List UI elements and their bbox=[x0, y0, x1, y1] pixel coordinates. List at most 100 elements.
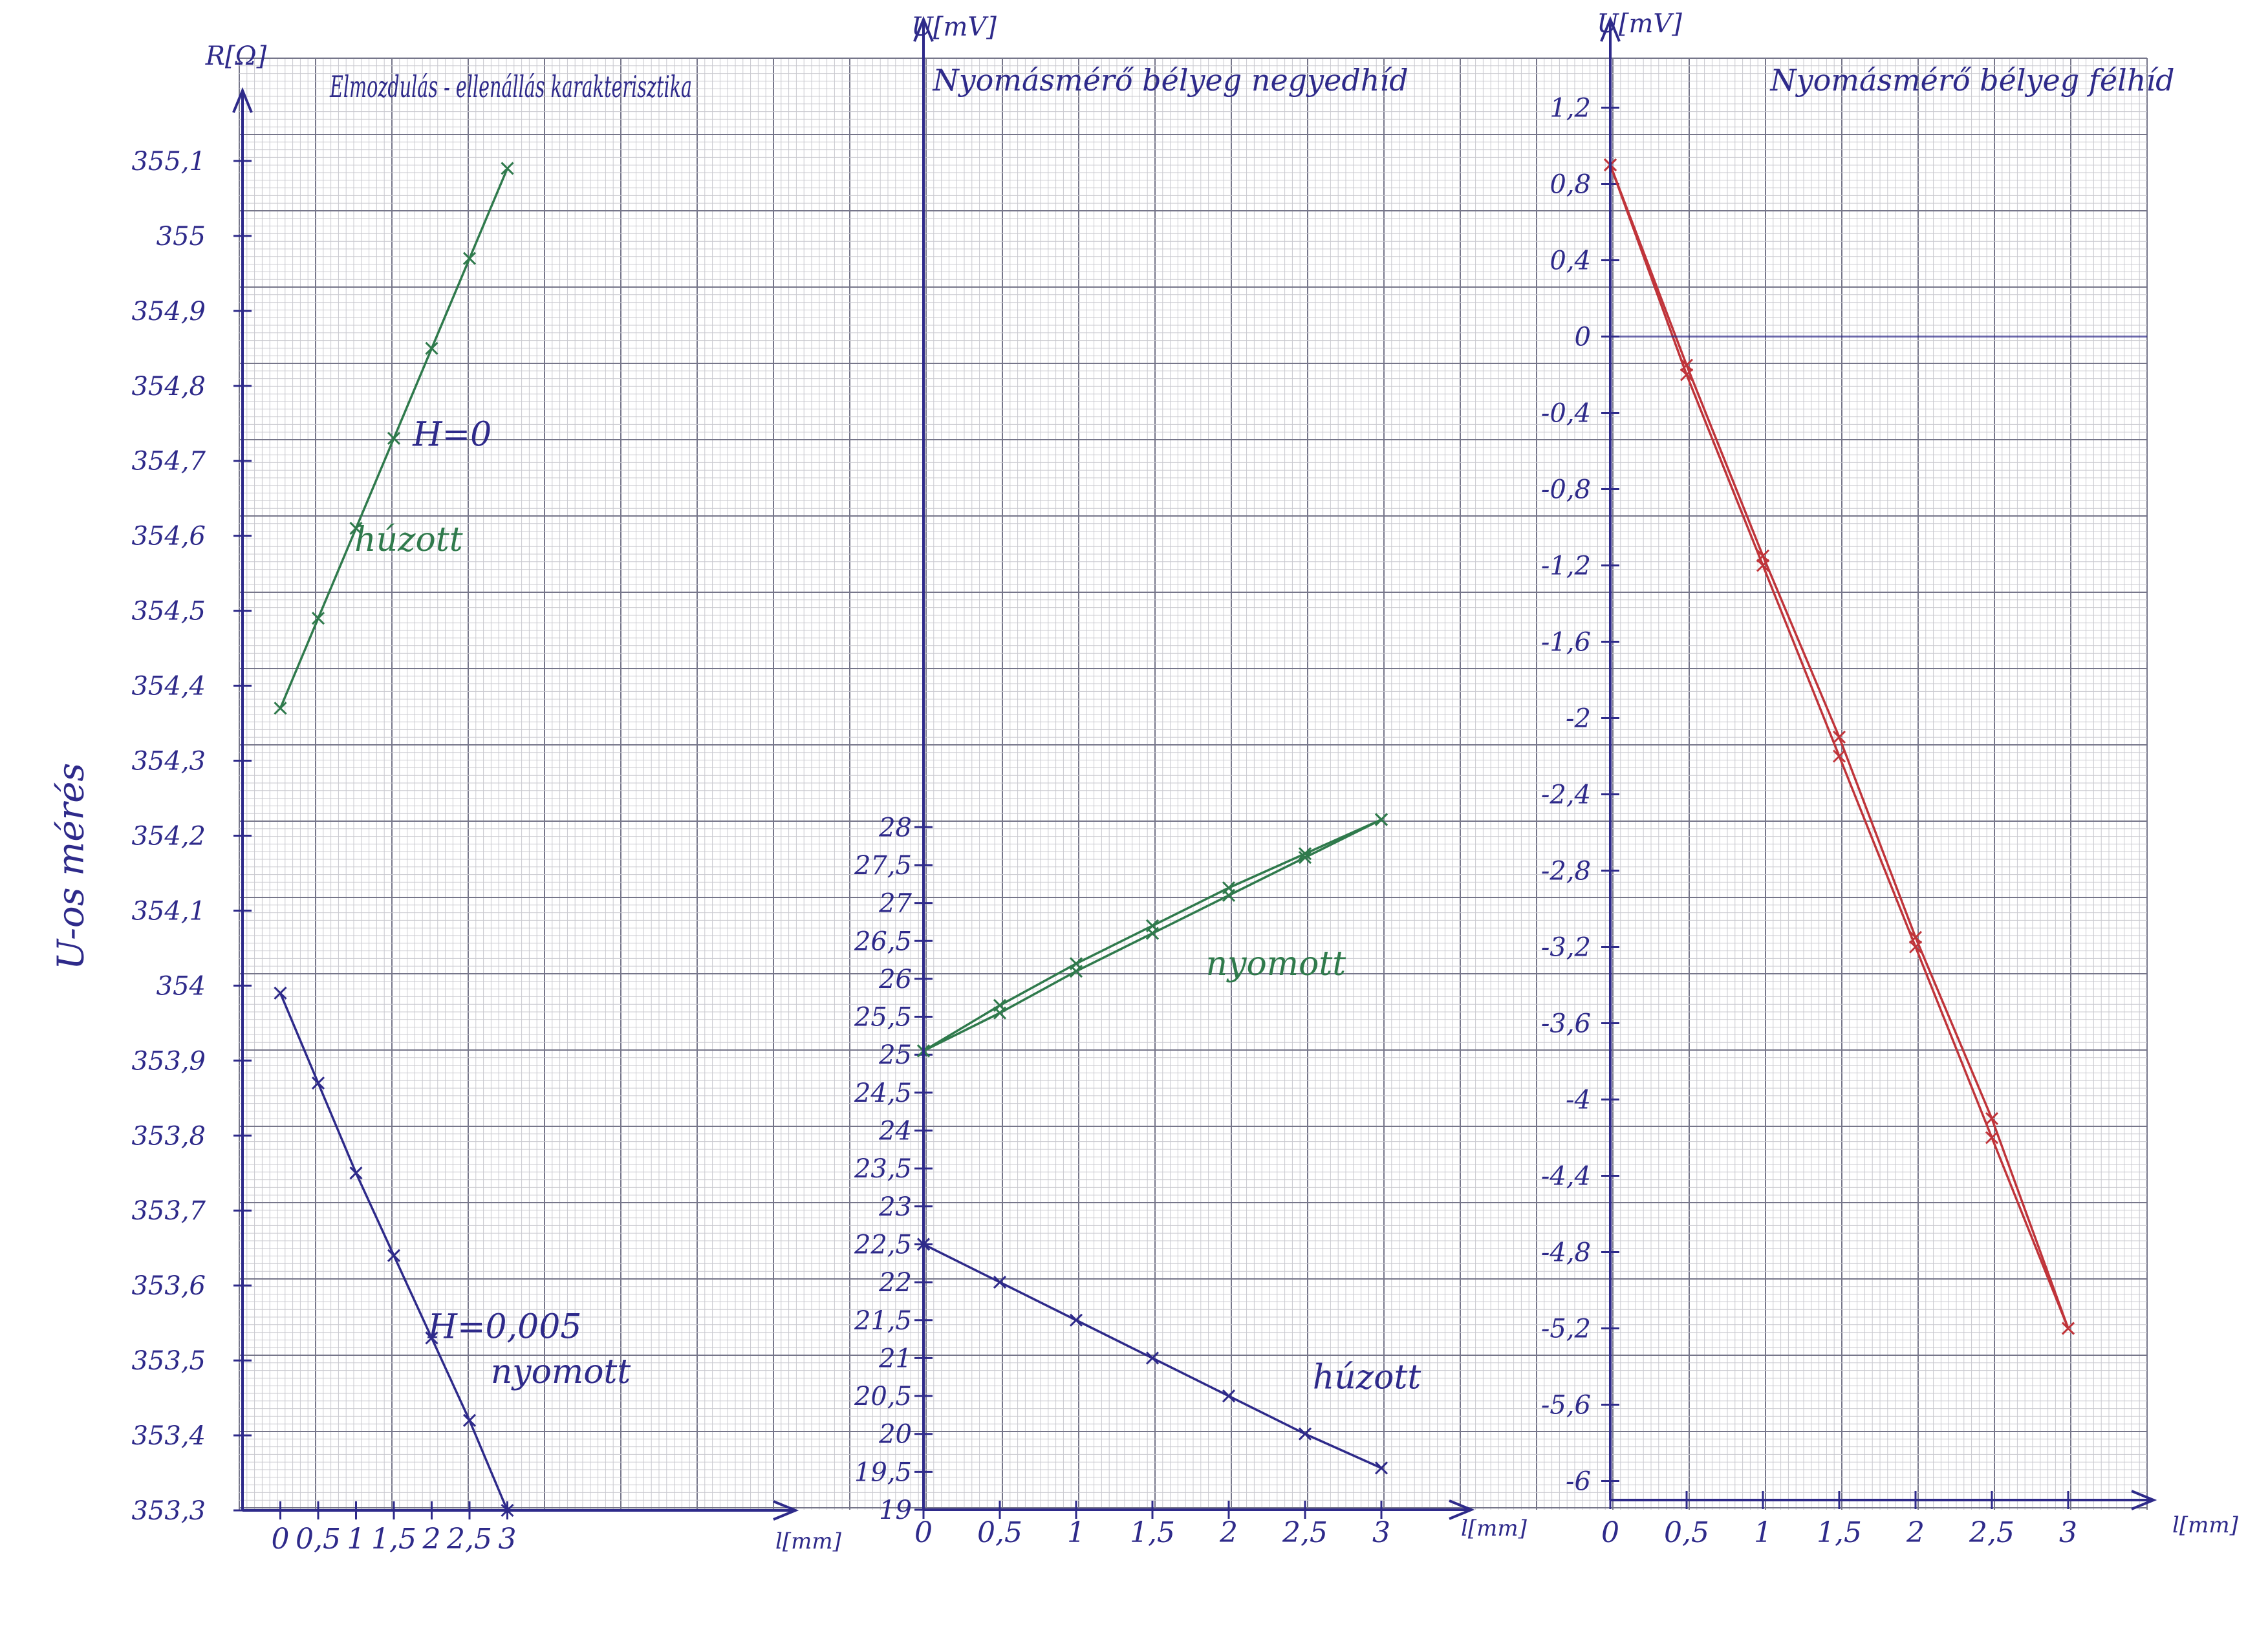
data-point bbox=[1908, 940, 1923, 954]
x-tick-label: 0 bbox=[914, 1516, 933, 1549]
data-point bbox=[1145, 927, 1160, 940]
y-tick-label: 353,8 bbox=[131, 1121, 206, 1151]
y-tick-label: 355,1 bbox=[131, 147, 206, 177]
y-tick-label: 354,2 bbox=[131, 821, 206, 851]
y-tick-label: 0,4 bbox=[1550, 246, 1591, 276]
y-tick-label: 1,2 bbox=[1550, 94, 1591, 123]
x-axis-arrow bbox=[1449, 1499, 1475, 1520]
x-tick-label: 1,5 bbox=[1130, 1516, 1175, 1549]
x-axis-arrow bbox=[773, 1500, 799, 1521]
y-tick-label: 21,5 bbox=[854, 1306, 912, 1336]
y-tick-label: 28 bbox=[878, 813, 912, 842]
y-tick-label: 0 bbox=[1575, 323, 1591, 352]
y-tick-label: 354,7 bbox=[131, 447, 206, 477]
data-point bbox=[501, 162, 514, 175]
x-tick-label: 1 bbox=[347, 1523, 365, 1556]
data-point bbox=[1832, 730, 1846, 744]
y-axis-arrow bbox=[1600, 16, 1621, 42]
data-point bbox=[387, 431, 401, 445]
y-tick-label: 354,4 bbox=[131, 672, 206, 702]
y-tick-label: 354,3 bbox=[131, 747, 206, 777]
y-tick-label: 20 bbox=[878, 1420, 912, 1450]
data-point bbox=[993, 1276, 1007, 1289]
x-tick-label: 0 bbox=[1601, 1516, 1619, 1549]
x-tick-label: 2,5 bbox=[1969, 1516, 2014, 1549]
y-tick-label: 354 bbox=[157, 971, 206, 1001]
y-tick-label: -2,8 bbox=[1541, 857, 1591, 886]
data-point bbox=[1756, 559, 1770, 572]
data-point bbox=[1222, 888, 1236, 902]
x-tick-label: 2 bbox=[1906, 1516, 1925, 1549]
data-point bbox=[311, 612, 325, 625]
y-tick-label: 354,8 bbox=[131, 372, 206, 402]
y-tick-label: 354,9 bbox=[131, 297, 206, 327]
y-tick-label: -1,2 bbox=[1541, 552, 1591, 581]
y-tick-label: 355 bbox=[157, 222, 206, 252]
y-tick-label: 0,8 bbox=[1550, 170, 1591, 200]
y-tick-label: 24,5 bbox=[854, 1078, 912, 1108]
y-tick-label: 353,7 bbox=[131, 1196, 206, 1226]
y-tick-label: 19 bbox=[879, 1496, 912, 1525]
y-tick-label: 25 bbox=[878, 1040, 912, 1070]
chart-quarter-bridge: Nyomásmérő bélyeg negyedhíd U[mV] l[mm] … bbox=[854, 12, 1528, 1549]
x-tick-label: 0,5 bbox=[296, 1523, 341, 1556]
y-tick-label: 22,5 bbox=[854, 1230, 912, 1260]
y-tick-label: 26,5 bbox=[854, 927, 912, 956]
data-point bbox=[1985, 1131, 1999, 1144]
data-point bbox=[1908, 930, 1923, 944]
x-tick-label: 0,5 bbox=[977, 1516, 1022, 1549]
side-note: U-os mérés bbox=[19, 744, 123, 989]
y-tick-label: 353,9 bbox=[131, 1046, 206, 1076]
data-point bbox=[993, 1006, 1007, 1020]
annotation-label: H=0 bbox=[412, 416, 491, 455]
x-tick-label: 2,5 bbox=[1282, 1516, 1328, 1549]
data-point bbox=[1069, 1313, 1083, 1327]
data-point bbox=[274, 702, 287, 715]
y-tick-label: -0,8 bbox=[1541, 475, 1591, 505]
x-axis-label: l[mm] bbox=[1461, 1516, 1528, 1541]
data-point bbox=[425, 1331, 438, 1345]
chart-title: Nyomásmérő bélyeg félhíd bbox=[1769, 63, 2174, 98]
chart-title-line: Elmozdulás - ellenállás karakterisztika bbox=[329, 69, 692, 104]
y-tick-label: 27 bbox=[878, 889, 912, 919]
x-tick-label: 1 bbox=[1754, 1516, 1772, 1549]
x-tick-label: 3 bbox=[499, 1523, 517, 1556]
x-tick-label: 0,5 bbox=[1664, 1516, 1709, 1549]
annotation-label: húzott bbox=[1313, 1358, 1421, 1397]
y-tick-label: 23,5 bbox=[854, 1154, 912, 1184]
data-point bbox=[2061, 1322, 2075, 1335]
x-axis-label: l[mm] bbox=[2172, 1512, 2239, 1538]
x-tick-label: 1 bbox=[1067, 1516, 1085, 1549]
data-point bbox=[387, 1249, 401, 1262]
data-point bbox=[1756, 549, 1770, 563]
y-tick-label: -3,2 bbox=[1541, 933, 1591, 963]
annotation-label: húzott bbox=[354, 520, 463, 559]
y-tick-label: 23 bbox=[878, 1192, 912, 1222]
chart-resistance-title: Elmozdulás - ellenállás karakterisztika bbox=[329, 69, 692, 104]
data-point bbox=[1374, 813, 1388, 826]
x-tick-label: 3 bbox=[2059, 1516, 2077, 1549]
chart-resistance: Elmozdulás - ellenállás karakterisztika … bbox=[131, 41, 841, 1556]
data-point bbox=[1298, 851, 1312, 864]
annotation-label: H=0,005 bbox=[427, 1307, 582, 1346]
y-tick-label: 21 bbox=[878, 1344, 912, 1373]
y-tick-label: -2 bbox=[1566, 704, 1591, 734]
x-tick-label: 0 bbox=[272, 1523, 290, 1556]
x-tick-label: 2 bbox=[422, 1523, 441, 1556]
y-axis-arrow bbox=[232, 87, 253, 113]
data-point bbox=[274, 986, 287, 1000]
data-point bbox=[311, 1077, 325, 1090]
y-tick-label: 353,5 bbox=[131, 1346, 206, 1376]
data-point bbox=[1298, 1427, 1312, 1441]
y-tick-label: 19,5 bbox=[854, 1457, 912, 1487]
y-axis-arrow bbox=[913, 16, 934, 42]
x-axis-label: l[mm] bbox=[775, 1529, 842, 1554]
data-point bbox=[1222, 1389, 1236, 1403]
data-point bbox=[349, 1166, 363, 1180]
y-tick-label: 353,4 bbox=[131, 1421, 206, 1451]
data-point bbox=[1679, 368, 1694, 381]
y-tick-label: -5,2 bbox=[1541, 1314, 1591, 1344]
y-tick-label: 26 bbox=[878, 965, 912, 994]
y-tick-label: -0,4 bbox=[1541, 399, 1591, 429]
